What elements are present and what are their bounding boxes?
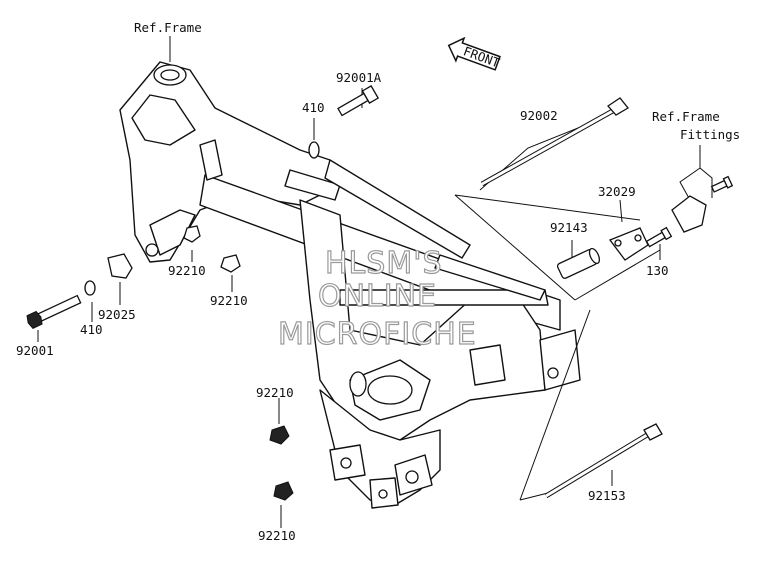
motorcycle-frame xyxy=(119,61,581,509)
nut-92210-c xyxy=(269,425,290,445)
bolt-92002 xyxy=(480,97,629,187)
watermark-line-3: MICROFICHE xyxy=(278,317,477,352)
frame-fitting-bracket xyxy=(671,195,707,233)
label-92025: 92025 xyxy=(98,307,136,322)
bolt-130 xyxy=(645,226,673,248)
leader-lines xyxy=(37,36,713,528)
label-92001a: 92001A xyxy=(336,70,382,85)
label-130: 130 xyxy=(646,263,669,278)
label-ref-frame-top: Ref.Frame xyxy=(134,20,202,35)
fitting-bolt xyxy=(710,175,734,193)
plate-92025 xyxy=(107,253,133,279)
front-arrow: FRONT xyxy=(447,36,502,71)
bolt-92153 xyxy=(544,423,663,499)
label-92210-b: 92210 xyxy=(210,293,248,308)
front-label: FRONT xyxy=(461,43,502,70)
label-92001: 92001 xyxy=(16,343,54,358)
label-92143: 92143 xyxy=(550,220,588,235)
washer-410-left xyxy=(84,280,96,296)
bolt-92001 xyxy=(26,294,82,329)
label-410-top: 410 xyxy=(302,100,325,115)
nut-92210-b xyxy=(220,254,241,273)
nut-92210-d xyxy=(273,481,294,501)
label-410-left: 410 xyxy=(80,322,103,337)
label-92153: 92153 xyxy=(588,488,626,503)
label-92210-c: 92210 xyxy=(256,385,294,400)
bolt-92001a xyxy=(337,85,380,117)
spacer-92143 xyxy=(556,247,601,279)
label-92002: 92002 xyxy=(520,108,558,123)
watermark: HLSM'S ONLINE MICROFICHE xyxy=(277,245,477,352)
watermark-line-1: HLSM'S xyxy=(325,246,443,281)
washer-410-top xyxy=(308,141,320,159)
watermark-line-2: ONLINE xyxy=(318,279,437,314)
label-92210-a: 92210 xyxy=(168,263,206,278)
label-32029: 32029 xyxy=(598,184,636,199)
label-ref-frame-right: Ref.Frame xyxy=(652,109,720,124)
label-92210-d: 92210 xyxy=(258,528,296,543)
label-fittings: Fittings xyxy=(680,127,740,142)
nut-92210-a xyxy=(183,225,201,243)
